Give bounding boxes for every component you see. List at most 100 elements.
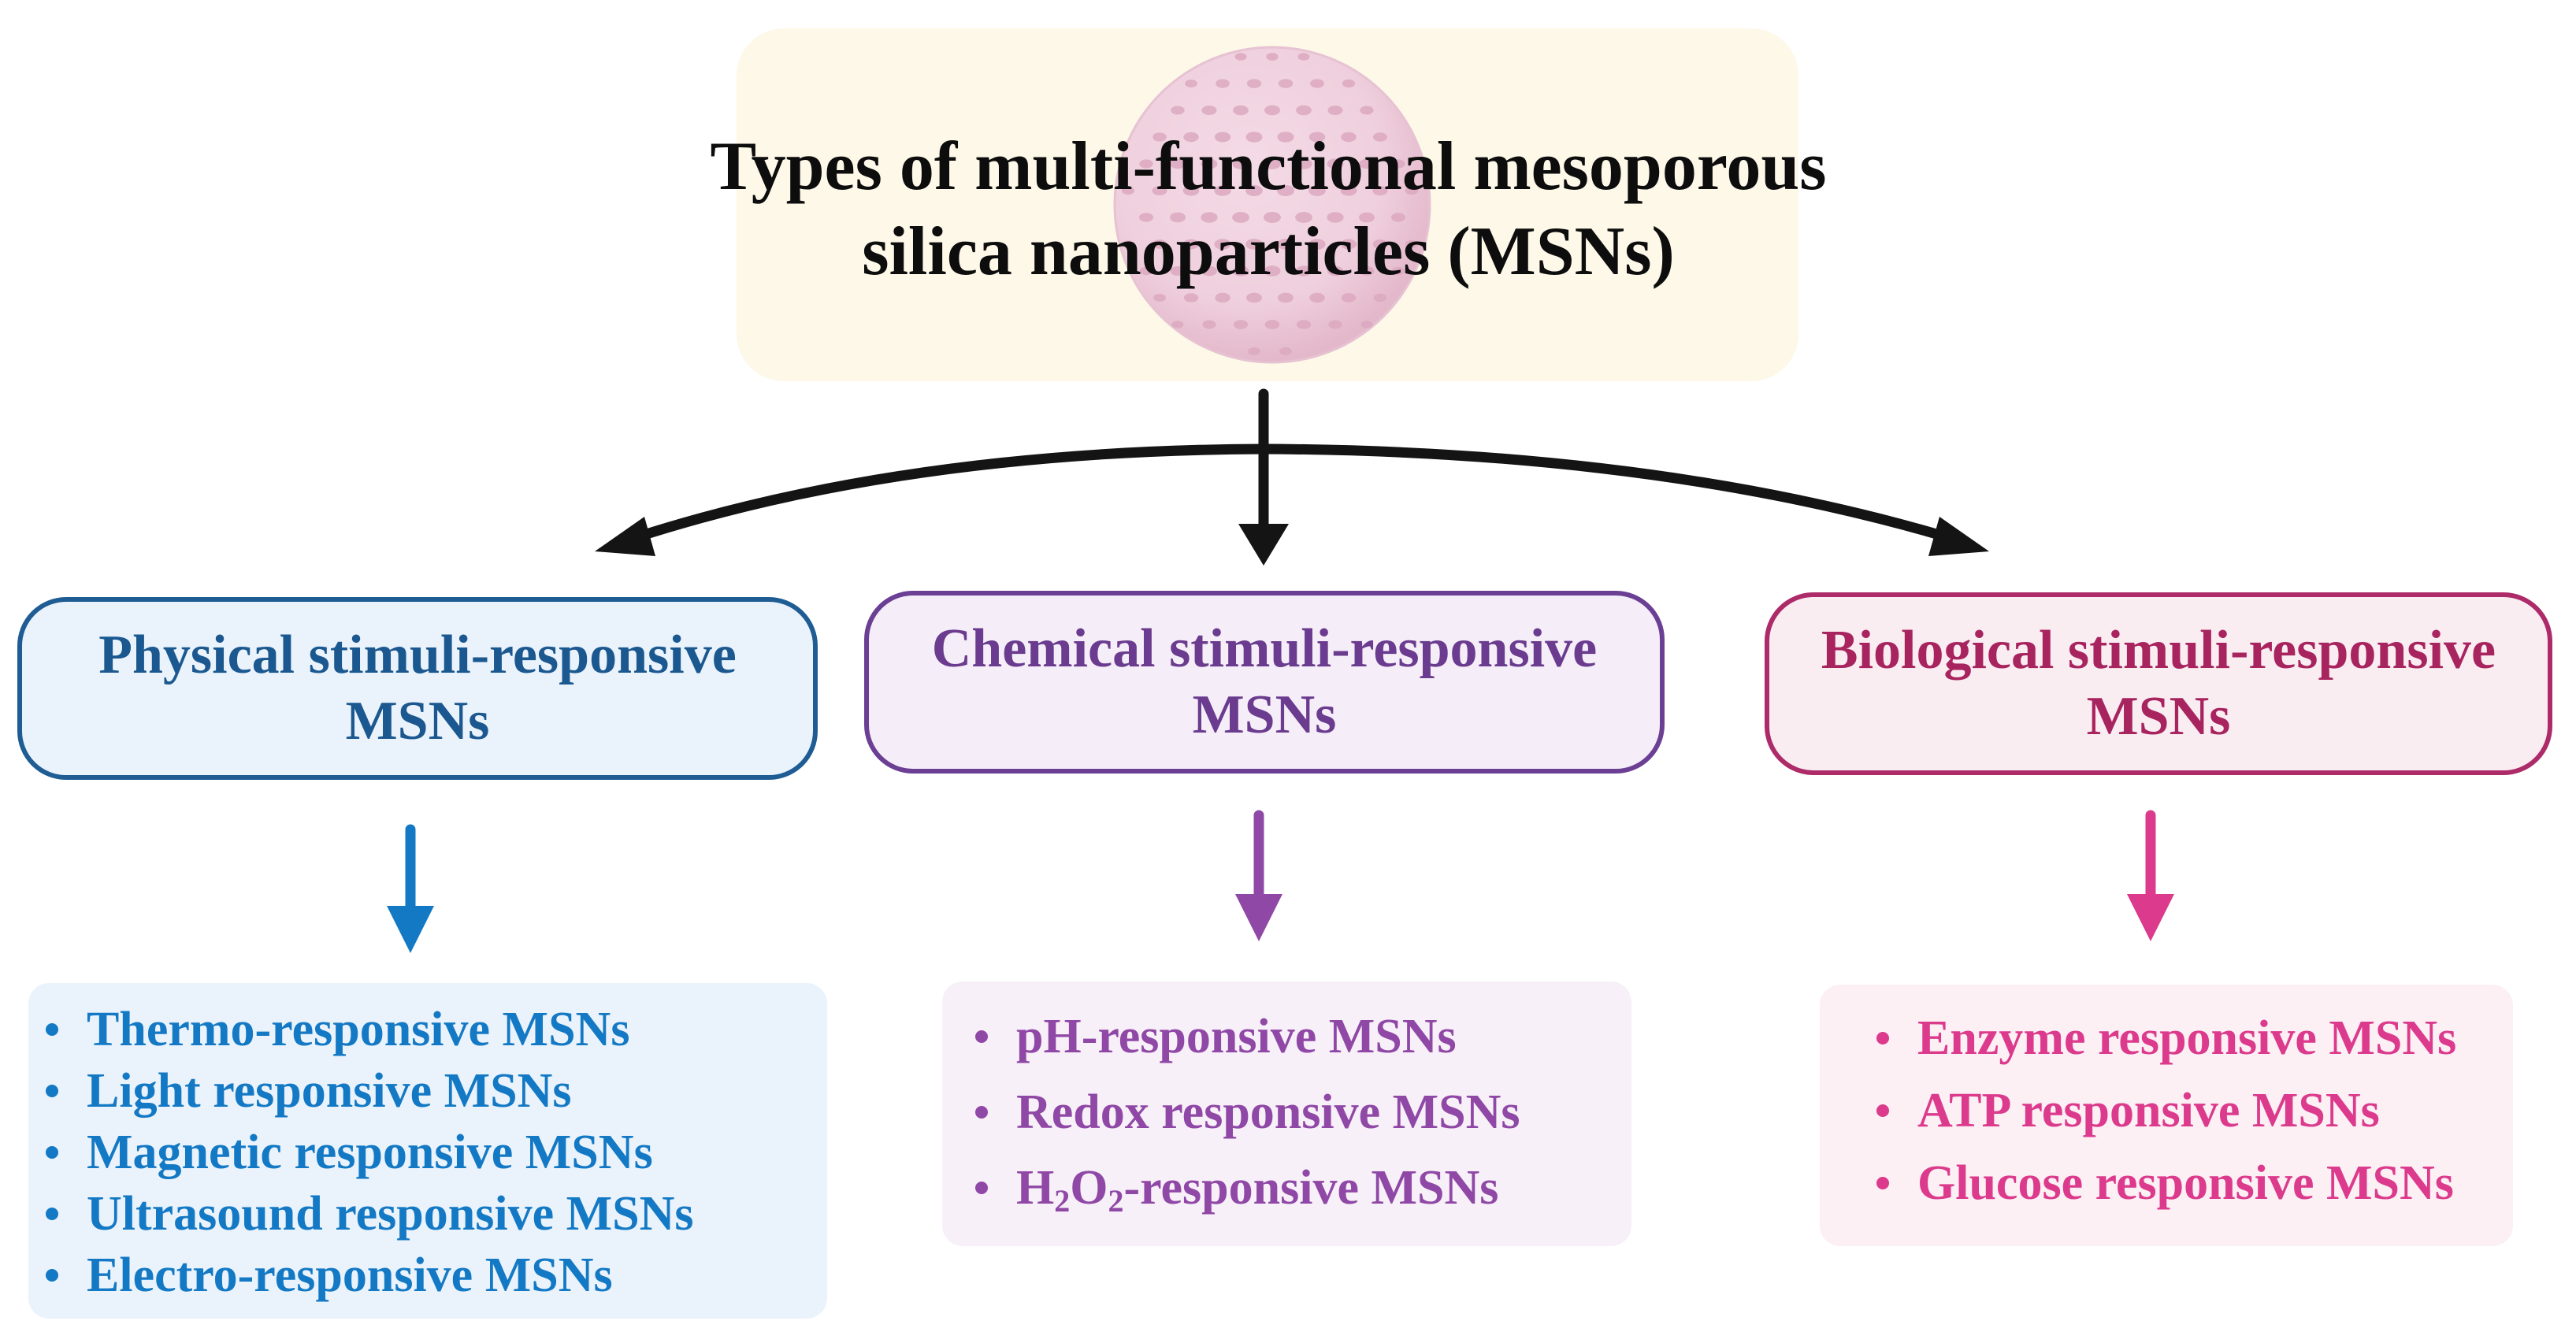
pore-mark xyxy=(1391,266,1405,276)
pore-mark xyxy=(1277,132,1294,143)
pore-mark xyxy=(1264,105,1280,116)
list-item: Enzyme responsive MSNs xyxy=(1876,1002,2513,1074)
pore-mark xyxy=(1152,239,1167,249)
bullet-icon xyxy=(46,1023,58,1036)
pore-mark xyxy=(1201,265,1218,276)
pore-mark xyxy=(1278,79,1294,88)
bullet-icon xyxy=(46,1085,58,1097)
pore-mark xyxy=(1122,186,1134,195)
pore-mark xyxy=(1295,265,1312,276)
pore-mark xyxy=(1170,212,1186,223)
pore-mark xyxy=(1359,212,1375,223)
pore-mark xyxy=(1405,239,1418,249)
pore-mark xyxy=(1278,292,1294,303)
list-item: H2O2-responsive MSNs xyxy=(975,1150,1631,1226)
pore-mark xyxy=(1170,266,1186,276)
pore-mark xyxy=(1245,132,1263,143)
title-line-2: silica nanoparticles (MSNs) xyxy=(862,213,1675,290)
chemical-arrowhead-icon xyxy=(1235,894,1282,941)
title-line-1: Types of multi-functional mesoporous xyxy=(710,128,1827,205)
physical-category-line-2: MSNs xyxy=(345,691,490,751)
pore-mark xyxy=(1248,347,1260,355)
diagram-title: Types of multi-functional mesoporous sil… xyxy=(551,124,1985,295)
left-branch-arrow xyxy=(631,443,1269,543)
bullet-icon xyxy=(46,1208,58,1220)
pore-mark xyxy=(1277,185,1294,196)
pore-mark xyxy=(1328,320,1342,329)
biological-category-box: Biological stimuli-responsive MSNs xyxy=(1765,592,2552,775)
biological-category-line-1: Biological stimuli-responsive xyxy=(1821,620,2496,681)
list-item: pH-responsive MSNs xyxy=(975,999,1631,1074)
chemical-list-box: pH-responsive MSNs Redox responsive MSNs… xyxy=(942,981,1631,1246)
pore-mark xyxy=(1234,53,1247,61)
list-item: Light responsive MSNs xyxy=(46,1060,827,1122)
pore-mark xyxy=(1266,53,1279,61)
pore-mark xyxy=(1153,294,1166,302)
pore-mark xyxy=(1264,265,1281,276)
pore-mark xyxy=(1308,132,1326,143)
physical-category-line-1: Physical stimuli-responsive xyxy=(98,625,737,685)
bullet-icon xyxy=(1876,1104,1889,1117)
pore-mark xyxy=(1232,212,1249,223)
list-item: Electro-responsive MSNs xyxy=(46,1245,827,1306)
list-item: ATP responsive MSNs xyxy=(1876,1074,2513,1147)
physical-list-box: Thermo-responsive MSNs Light responsive … xyxy=(28,983,827,1319)
pore-mark xyxy=(1139,159,1153,169)
pore-mark xyxy=(1373,293,1387,302)
pore-mark xyxy=(1309,292,1325,303)
pore-mark xyxy=(1327,106,1343,115)
pore-mark xyxy=(1139,213,1153,222)
pore-mark xyxy=(1340,185,1357,196)
list-item: Magnetic responsive MSNs xyxy=(46,1122,827,1183)
pore-mark xyxy=(1359,158,1375,169)
pore-mark xyxy=(1152,186,1167,195)
pore-mark xyxy=(1170,158,1186,169)
physical-arrowhead-icon xyxy=(387,906,434,953)
list-item: Ultrasound responsive MSNs xyxy=(46,1183,827,1245)
pore-mark xyxy=(1171,321,1184,328)
pore-mark xyxy=(1183,132,1199,143)
pore-mark xyxy=(1308,239,1326,250)
pore-mark xyxy=(1202,320,1216,329)
pore-mark xyxy=(1373,132,1387,142)
pore-mark xyxy=(1391,213,1405,222)
biological-arrowhead-icon xyxy=(2127,894,2174,941)
pore-mark xyxy=(1327,158,1344,169)
pore-mark xyxy=(1372,185,1388,196)
pore-mark xyxy=(1215,292,1230,303)
pore-mark xyxy=(1214,185,1231,196)
pore-mark xyxy=(1308,185,1326,196)
pore-mark xyxy=(1182,239,1200,250)
pore-mark xyxy=(1185,80,1197,87)
chemical-category-line-1: Chemical stimuli-responsive xyxy=(931,618,1598,679)
pore-mark xyxy=(1360,106,1374,115)
pore-mark xyxy=(1405,186,1419,195)
pore-mark xyxy=(1183,293,1199,302)
pore-mark xyxy=(1246,292,1262,303)
pore-mark xyxy=(1171,106,1185,115)
bullet-icon xyxy=(1876,1177,1889,1189)
list-item: Redox responsive MSNs xyxy=(975,1074,1631,1150)
pore-mark xyxy=(1264,158,1281,169)
bullet-icon xyxy=(1876,1032,1889,1044)
bullet-icon xyxy=(975,1106,988,1119)
pore-mark xyxy=(1201,212,1218,223)
pore-mark xyxy=(1295,158,1312,169)
pore-mark xyxy=(1232,265,1249,276)
physical-list: Thermo-responsive MSNs Light responsive … xyxy=(46,999,827,1306)
bullet-icon xyxy=(46,1269,58,1282)
pore-mark xyxy=(1341,293,1357,302)
pore-mark xyxy=(1246,79,1262,88)
pore-mark xyxy=(1264,320,1280,329)
bullet-icon xyxy=(46,1146,58,1159)
chemical-category-line-2: MSNs xyxy=(1192,685,1337,745)
pore-mark xyxy=(1233,320,1249,329)
pore-mark xyxy=(1340,239,1357,250)
pore-mark xyxy=(1360,321,1373,328)
pore-mark xyxy=(1232,158,1249,169)
pore-mark xyxy=(1201,106,1217,115)
pore-mark xyxy=(1122,240,1134,248)
pore-mark xyxy=(1139,266,1153,276)
biological-category-line-2: MSNs xyxy=(2086,686,2231,747)
pore-mark xyxy=(1214,239,1231,250)
